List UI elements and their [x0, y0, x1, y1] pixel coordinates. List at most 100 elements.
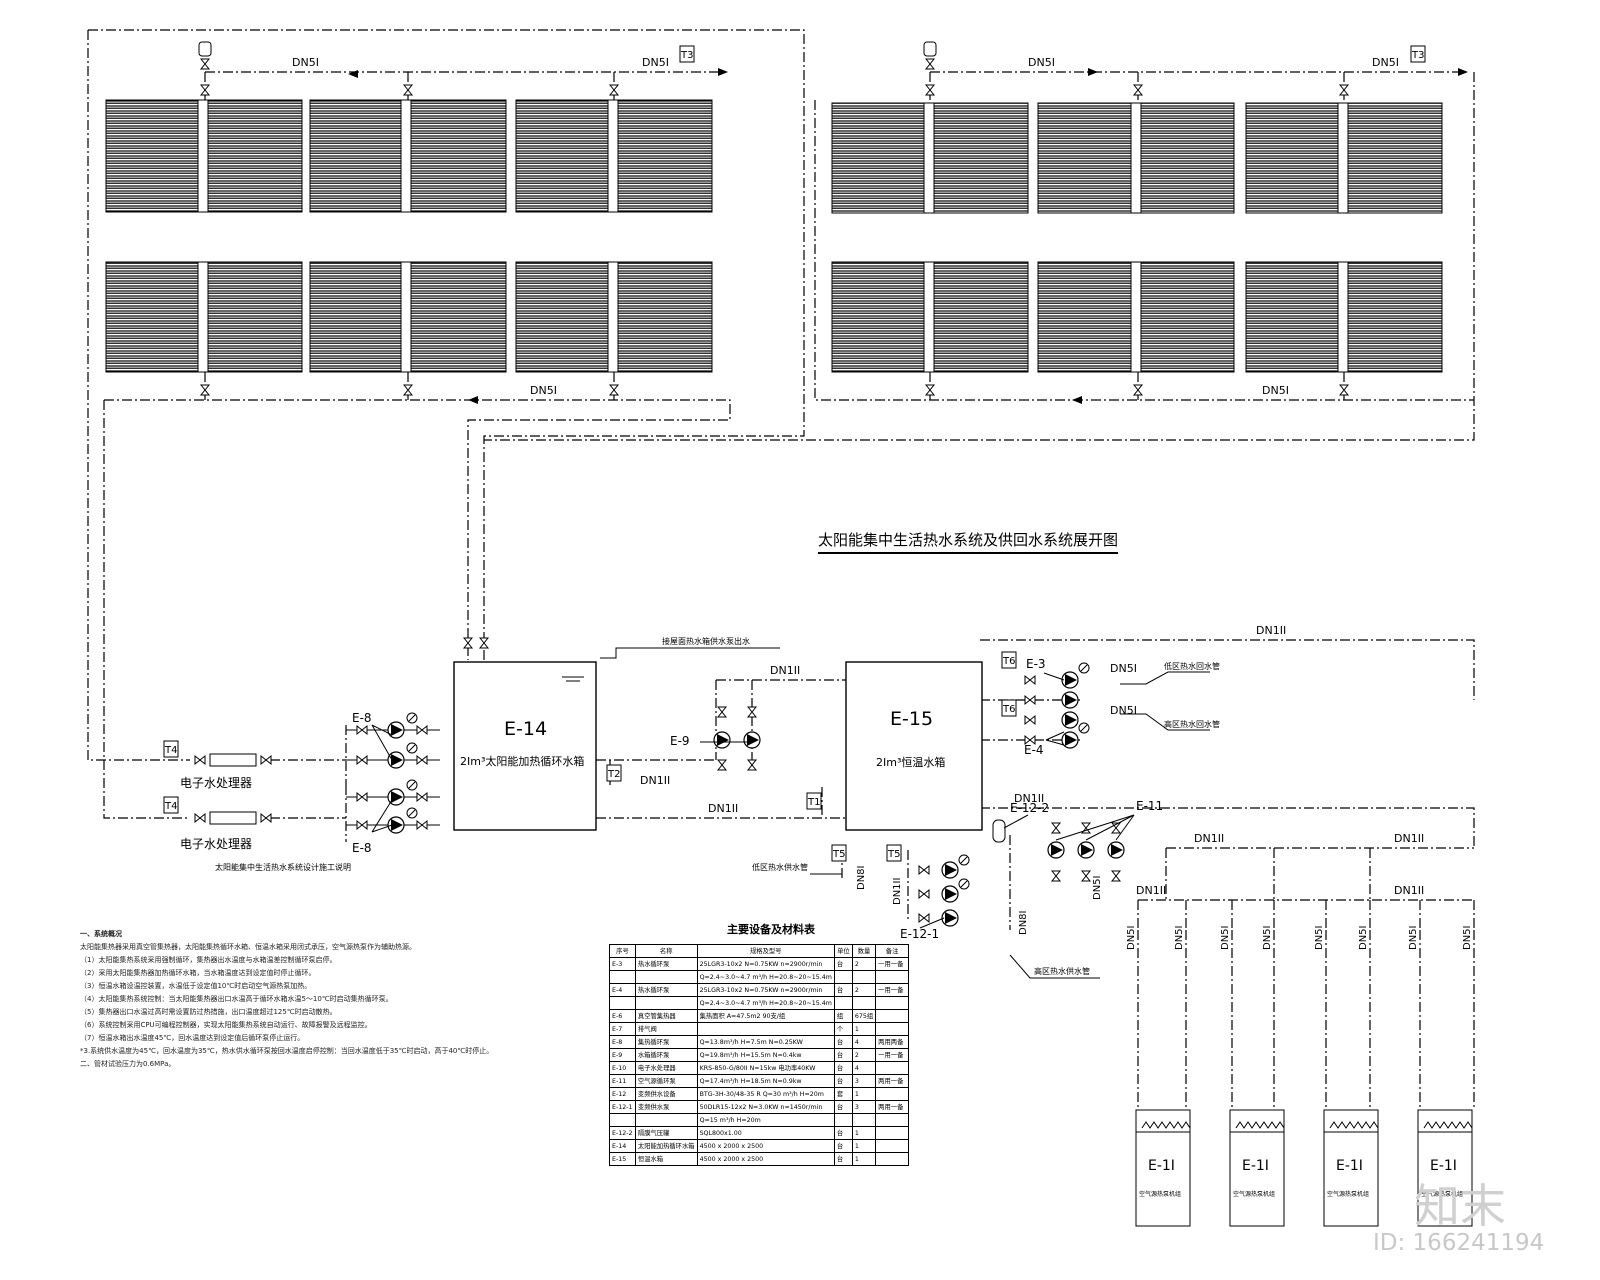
table-cell: 台 [833, 1074, 853, 1088]
table-header-row: 序号 名称 规格及型号 单位 数量 备注 [609, 944, 909, 958]
notes-line: 太阳能集热器采用真空管集热器，太阳能集热循环水箱、恒温水箱采用闭式承压，空气源热… [80, 943, 416, 951]
high-supply-callout: 高区热水供水管 [1034, 966, 1090, 976]
pipe-label: DN5I [1372, 56, 1399, 69]
air-vent-icons [198, 41, 937, 57]
table-cell: 真空管集热器 [634, 1009, 698, 1023]
table-cell [851, 1113, 877, 1127]
notes-line: （1）太阳能集热系统采用强制循环，集热器出水温度与水箱温差控制循环泵启停。 [80, 956, 337, 964]
pipe-label: DN5I [1110, 704, 1137, 717]
table-cell: 空气源循环泵 [634, 1074, 698, 1088]
table-cell: E-7 [609, 1022, 636, 1036]
notes-line: （3）恒温水箱设温控装置，水温低于设定值10℃时启动空气源热泵加热。 [80, 982, 312, 990]
collector-row-right-top [831, 102, 1443, 214]
pipe-label: DN8I [1018, 911, 1029, 936]
table-cell: E-10 [609, 1061, 636, 1075]
table-cell: 3 [851, 1100, 877, 1114]
table-cell: E-12 [609, 1087, 636, 1101]
table-cell: 3 [851, 1074, 877, 1088]
electronic-treaters [194, 753, 272, 825]
table-header: 规格及型号 [696, 944, 835, 958]
design-notes: 一、系统概况 太阳能集热器采用真空管集热器，太阳能集热循环水箱、恒温水箱采用闭式… [80, 928, 530, 1071]
notes-line: *3.系统供水温度为45℃，回水温度为35℃，热水供水循环泵按回水温度启停控制：… [80, 1047, 494, 1055]
equipment-tags: E-8 E-8 E-9 E-3 E-4 E-11 E-12-2 E-12-1 [352, 657, 1163, 941]
tank-e15-tag: E-15 [890, 708, 933, 730]
low-supply-callout: 低区热水供水管 [752, 862, 808, 872]
pipe-label: DN5I [1092, 876, 1103, 901]
air-unit-label: 空气源热泵机组 [1233, 1190, 1275, 1198]
sensor-tags: T3 T3 T4 T4 T2 T1 T6 T6 T5 T5 [163, 45, 1426, 862]
sensor-label: T5 [832, 849, 845, 860]
sensor-label: T4 [164, 801, 177, 812]
table-cell [833, 970, 853, 984]
table-header: 备注 [875, 944, 909, 958]
table-cell: 台 [833, 1126, 853, 1140]
table-cell [875, 1139, 909, 1153]
table-cell [875, 1087, 909, 1101]
table-cell: 25LGR3-10x2 N=0.75KW n=2900r/min [696, 957, 835, 971]
air-unit-tag: E-1I [1336, 1158, 1363, 1174]
table-cell: 2 [851, 957, 877, 971]
table-cell [634, 996, 698, 1010]
pump-group-e11 [1047, 822, 1125, 882]
table-cell: 4500 x 2000 x 2500 [696, 1139, 835, 1153]
table-cell: Q=15 m³/h H=20m [696, 1113, 835, 1127]
tank-e15 [845, 661, 983, 831]
table-cell: 台 [833, 1061, 853, 1075]
table-cell [634, 1113, 698, 1127]
table-cell: E-3 [609, 957, 636, 971]
table-cell [875, 1113, 909, 1127]
table-cell: 2 [851, 983, 877, 997]
table-cell [875, 1009, 909, 1023]
table-cell: 变频供水泵 [634, 1100, 698, 1114]
table-cell: 套 [833, 1087, 853, 1101]
table-cell: KRS-850-G/80II N=15kw 电功率40KW [696, 1061, 835, 1075]
table-cell: SQL800x1.00 [696, 1126, 835, 1140]
sensor-label: T1 [807, 797, 820, 808]
makeup-callout: 接屋面热水箱供水泵出水 [662, 636, 750, 646]
pipe-label: DN5I [1462, 926, 1473, 951]
notes-line: （5）集热器出口水温过高时需设置防过热措施，出口温度超过125℃时启动散热。 [80, 1008, 337, 1016]
table-cell: 集热面积 A=47.5m2 90支/组 [696, 1009, 835, 1023]
table-row: Q=2.4~3.0~4.7 m³/h H=20.8~20~15.4m [609, 996, 909, 1010]
sensor-label: T5 [887, 849, 900, 860]
equipment-table-title: 主要设备及材料表 [727, 923, 815, 936]
table-cell [851, 996, 877, 1010]
sensor-label: T6 [1002, 656, 1015, 667]
table-cell [875, 970, 909, 984]
table-cell: Q=19.8m³/h H=15.5m N=0.4kw [696, 1048, 835, 1062]
table-cell: 两用一备 [875, 1074, 909, 1088]
table-cell [609, 996, 636, 1010]
table-header: 序号 [609, 944, 636, 958]
table-row: Q=2.4~3.0~4.7 m³/h H=20.8~20~15.4m [609, 970, 909, 984]
pipe-label: DN5I [1262, 926, 1273, 951]
table-cell: Q=17.4m³/h H=18.5m N=0.9kw [696, 1074, 835, 1088]
air-unit-tag: E-1I [1148, 1158, 1175, 1174]
table-cell: 水箱循环泵 [634, 1048, 698, 1062]
sensor-label: T4 [164, 745, 177, 756]
table-cell [833, 1113, 853, 1127]
equipment-tag-e12-1: E-12-1 [900, 927, 939, 941]
table-cell: Q=2.4~3.0~4.7 m³/h H=20.8~20~15.4m [696, 996, 835, 1010]
sensor-label: T3 [680, 50, 693, 61]
pipe-label: DN5I [1358, 926, 1369, 951]
collector-field-left [105, 99, 713, 373]
tank-labels: E-14 2Im³太阳能加热循环水箱 E-15 2Im³恒温水箱 [460, 708, 945, 769]
table-header: 单位 [833, 944, 853, 958]
pipe-label: DN1II [1194, 832, 1224, 845]
table-cell: 台 [833, 1152, 853, 1166]
pump-group-e8 [346, 712, 440, 834]
pipe-label: DN5I [1408, 926, 1419, 951]
sensor-label: T6 [1002, 704, 1015, 715]
pipe-label: DN1II [1394, 884, 1424, 897]
device-labels: 电子水处理器 电子水处理器 E-1I E-1I E-1I E-1I 空气源热泵机… [180, 776, 1463, 1198]
table-cell: 4 [851, 1061, 877, 1075]
